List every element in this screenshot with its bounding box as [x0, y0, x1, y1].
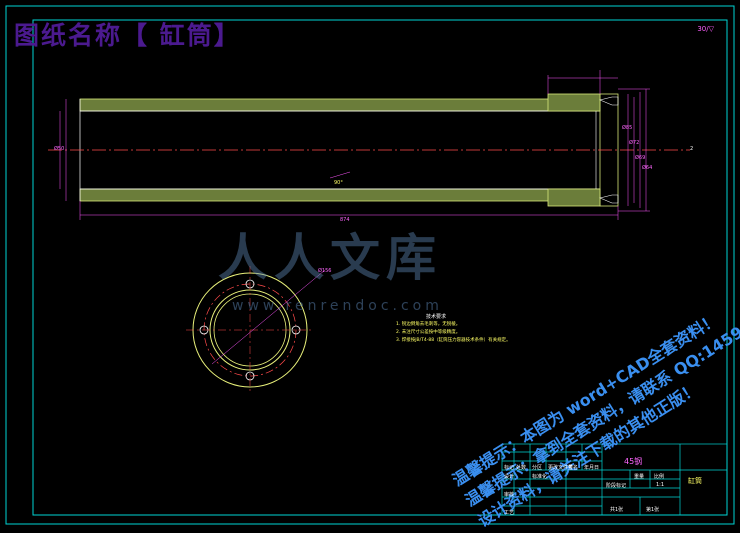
tb-label: 年月日 — [584, 465, 600, 471]
cylinder-top-wall — [79, 98, 601, 112]
dim-side-d: Ø64 — [642, 165, 653, 171]
axis-marker: 2 — [690, 146, 694, 152]
bolt-hole-bottom — [599, 194, 619, 204]
flange-top-step — [547, 93, 601, 112]
tb-label: 处数 — [516, 465, 527, 471]
dim-side-c: Ø69 — [635, 155, 646, 161]
tb-label: 标准化 — [532, 474, 548, 480]
dim-bore: Ø50 — [54, 146, 65, 152]
dimension-lines — [59, 70, 650, 220]
dim-length: 874 — [340, 217, 350, 223]
dim-angle: 90° — [334, 180, 343, 186]
watermark-url: www.renrendoc.com — [232, 298, 443, 314]
dim-side-b: Ø72 — [629, 140, 640, 146]
dim-side-a: Ø85 — [622, 125, 633, 131]
end-view — [186, 266, 326, 394]
tech-note-item: 3. 焊接按JB/T4-88（缸筒压力容器技术条件）有关规定。 — [396, 338, 511, 343]
title-block-part-name: 缸筒 — [688, 477, 702, 485]
title-block-material: 45钢 — [624, 457, 643, 466]
drawing-title: 图纸名称【 缸筒】 — [14, 21, 241, 50]
tech-note-item: 1. 锐边倒角去毛刺等，无锐棱。 — [396, 322, 461, 327]
tb-label: 比例 — [654, 474, 665, 480]
tb-label: 设计 — [504, 474, 515, 480]
tb-label: 重量 — [634, 474, 645, 480]
tb-label: 阶段标记 — [606, 483, 627, 489]
technical-requirements: 技术要求 1. 锐边倒角去毛刺等，无锐棱。 2. 未注尺寸公差按中等级精度。 3… — [396, 313, 511, 345]
tb-label: 分区 — [532, 465, 543, 471]
tb-label: 工艺 — [504, 510, 515, 516]
tb-scale: 1:1 — [656, 482, 665, 488]
outer-frame — [5, 5, 735, 525]
tb-label: 签名 — [568, 465, 579, 471]
tech-note-item: 2. 未注尺寸公差按中等级精度。 — [396, 330, 461, 335]
inner-frame — [32, 19, 728, 516]
cylinder-bottom-wall — [79, 188, 601, 202]
end-view-diameter-dim — [211, 269, 326, 365]
tech-notes-heading: 技术要求 — [426, 314, 447, 320]
tb-label: 审核 — [504, 492, 515, 498]
tb-label: 共1张 — [610, 507, 624, 513]
dim-end-circle: Ø156 — [318, 268, 332, 274]
tb-label: 第1张 — [646, 507, 660, 513]
flange-bottom-step — [547, 188, 601, 207]
watermark-logo: 人人文库 — [218, 228, 442, 287]
surface-finish-mark: 30/▽ — [697, 25, 714, 33]
title-block — [501, 443, 728, 516]
tb-label: 标记 — [504, 465, 515, 471]
tb-label: 更改文件号 — [548, 465, 574, 471]
bolt-hole-top — [599, 96, 619, 106]
